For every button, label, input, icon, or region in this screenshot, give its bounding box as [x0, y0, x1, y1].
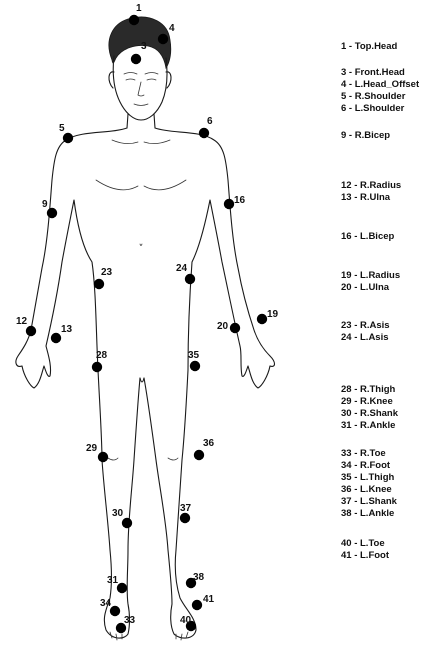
marker-label-19: 19 [267, 309, 279, 320]
marker-label-23: 23 [101, 267, 113, 278]
marker-dot-9 [47, 208, 57, 218]
legend-entry: 6 - L.Shoulder [341, 103, 404, 114]
collarbones [112, 140, 170, 144]
legend-entry: 4 - L.Head_Offset [341, 79, 419, 90]
marker-label-31: 31 [107, 575, 119, 586]
marker-dot-28 [92, 362, 102, 372]
legend-entry: 9 - R.Bicep [341, 130, 390, 141]
marker-dot-1 [129, 15, 139, 25]
marker-label-38: 38 [193, 572, 205, 583]
marker-label-3: 3 [141, 41, 147, 52]
marker-label-12: 12 [16, 316, 28, 327]
legend-entry: 20 - L.Ulna [341, 282, 389, 293]
crotch [140, 378, 144, 382]
chest [96, 180, 186, 190]
legend-entry: 29 - R.Knee [341, 396, 393, 407]
marker-dot-20 [230, 323, 240, 333]
marker-dot-13 [51, 333, 61, 343]
marker-label-13: 13 [61, 324, 73, 335]
eyebrows [124, 73, 158, 75]
marker-dot-6 [199, 128, 209, 138]
legend-entry: 41 - L.Foot [341, 550, 389, 561]
legend-entry: 13 - R.Ulna [341, 192, 390, 203]
marker-label-36: 36 [203, 438, 215, 449]
marker-dot-29 [98, 452, 108, 462]
marker-dot-36 [194, 450, 204, 460]
marker-label-37: 37 [180, 503, 192, 514]
head-outline [113, 56, 167, 120]
marker-label-9: 9 [42, 199, 48, 210]
marker-dot-23 [94, 279, 104, 289]
marker-dot-5 [63, 133, 73, 143]
marker-label-30: 30 [112, 508, 124, 519]
marker-label-6: 6 [207, 116, 213, 127]
legend-entry: 16 - L.Bicep [341, 231, 394, 242]
marker-dot-19 [257, 314, 267, 324]
legend-entry: 3 - Front.Head [341, 67, 405, 78]
nose [138, 82, 144, 96]
mouth [134, 104, 148, 106]
torso-arms-outline-left [144, 128, 275, 638]
marker-label-28: 28 [96, 350, 108, 361]
marker-dot-16 [224, 199, 234, 209]
legend-entry: 5 - R.Shoulder [341, 91, 405, 102]
legend-entry: 35 - L.Thigh [341, 472, 394, 483]
marker-label-16: 16 [234, 195, 246, 206]
marker-dot-31 [117, 583, 127, 593]
marker-dot-37 [180, 513, 190, 523]
legend-entry: 38 - L.Ankle [341, 508, 394, 519]
navel [140, 244, 142, 246]
legend-entry: 23 - R.Asis [341, 320, 390, 331]
marker-label-24: 24 [176, 263, 188, 274]
marker-label-4: 4 [169, 23, 175, 34]
marker-label-1: 1 [136, 3, 142, 14]
marker-dot-30 [122, 518, 132, 528]
marker-dot-24 [185, 274, 195, 284]
legend-entry: 33 - R.Toe [341, 448, 386, 459]
knees [108, 458, 178, 460]
legend-entry: 40 - L.Toe [341, 538, 385, 549]
marker-label-20: 20 [217, 321, 229, 332]
legend-entry: 36 - L.Knee [341, 484, 392, 495]
torso-arms-outline [16, 128, 140, 638]
legend-entry: 19 - L.Radius [341, 270, 400, 281]
marker-dot-4 [158, 34, 168, 44]
marker-label-5: 5 [59, 123, 65, 134]
legend-entry: 37 - L.Shank [341, 496, 397, 507]
legend-entry: 24 - L.Asis [341, 332, 389, 343]
legend-entry: 28 - R.Thigh [341, 384, 395, 395]
marker-dot-34 [110, 606, 120, 616]
marker-dot-3 [131, 54, 141, 64]
legend-entry: 12 - R.Radius [341, 180, 401, 191]
toes [110, 632, 188, 640]
legend-entry: 30 - R.Shank [341, 408, 398, 419]
legend-entry: 1 - Top.Head [341, 41, 397, 52]
marker-dot-41 [192, 600, 202, 610]
marker-label-33: 33 [124, 615, 136, 626]
marker-label-41: 41 [203, 594, 215, 605]
marker-label-35: 35 [188, 350, 200, 361]
marker-label-40: 40 [180, 615, 192, 626]
marker-label-34: 34 [100, 598, 112, 609]
marker-dot-35 [190, 361, 200, 371]
marker-dot-12 [26, 326, 36, 336]
eyes [126, 79, 156, 80]
legend-entry: 31 - R.Ankle [341, 420, 395, 431]
marker-label-29: 29 [86, 443, 98, 454]
legend-entry: 34 - R.Foot [341, 460, 390, 471]
